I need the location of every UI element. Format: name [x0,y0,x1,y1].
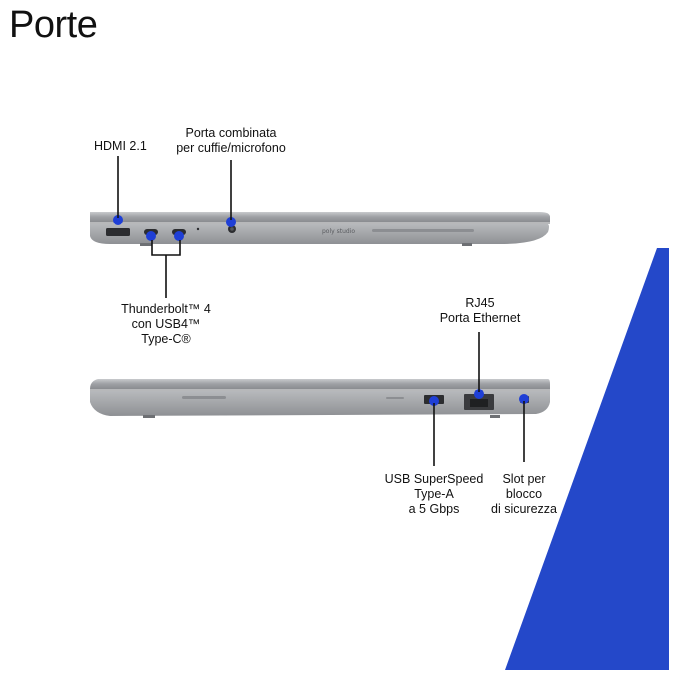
callout-audio-line1: Porta combinata [185,126,277,140]
led-indicator [196,227,200,231]
lid-left [90,212,550,222]
speaker-grille-right [182,396,226,399]
leader-thunderbolt [151,240,181,298]
callout-usb-a-line1: USB SuperSpeed [384,472,484,486]
laptop-right-side [90,332,550,466]
callout-rj45-line2: Porta Ethernet [439,311,521,325]
lid-right [90,379,550,389]
foot-left-front [140,243,152,246]
callout-usb-a-line2: Type-A [414,487,454,501]
callout-rj45-line1: RJ45 [465,296,495,310]
marker-lock [519,394,529,404]
callout-lock-line1: Slot per [502,472,546,486]
callout-lock-line3: di sicurezza [491,502,557,516]
foot-right-front [143,415,155,418]
callout-thunderbolt: Thunderbolt™ 4 con USB4™ Type-C® [116,302,216,347]
callout-thunderbolt-line2: con USB4™ [131,317,201,331]
callout-hdmi-line1: HDMI 2.1 [94,139,147,153]
callout-audio-line2: per cuffie/microfono [176,141,286,155]
laptop-left-side: poly studio [90,156,550,298]
page-title: Porte [9,4,98,46]
marker-usb-a [429,396,439,406]
callout-lock-line2: blocco [505,487,543,501]
callout-lock: Slot per blocco di sicurezza [488,472,560,517]
callout-thunderbolt-line1: Thunderbolt™ 4 [121,302,211,316]
marker-hdmi [113,215,123,225]
callout-thunderbolt-line3: Type-C® [141,332,191,346]
callout-rj45: RJ45 Porta Ethernet [430,296,530,326]
accent-polygon [505,248,669,670]
foot-left-rear [462,243,472,246]
brand-label: poly studio [322,228,355,235]
callout-hdmi: HDMI 2.1 [94,139,147,154]
callout-usb-a-line3: a 5 Gbps [408,502,460,516]
marker-rj45 [474,389,484,399]
marker-audio [226,217,236,227]
speaker-grille-left [372,229,474,232]
marker-usbc-2 [174,231,184,241]
foot-right-rear [490,415,500,418]
callout-audio: Porta combinata per cuffie/microfono [171,126,291,156]
hdmi-port [106,228,130,236]
mic-slot [386,397,404,399]
callout-usb-a: USB SuperSpeed Type-A a 5 Gbps [384,472,484,517]
base-left [90,224,549,244]
marker-usbc-1 [146,231,156,241]
